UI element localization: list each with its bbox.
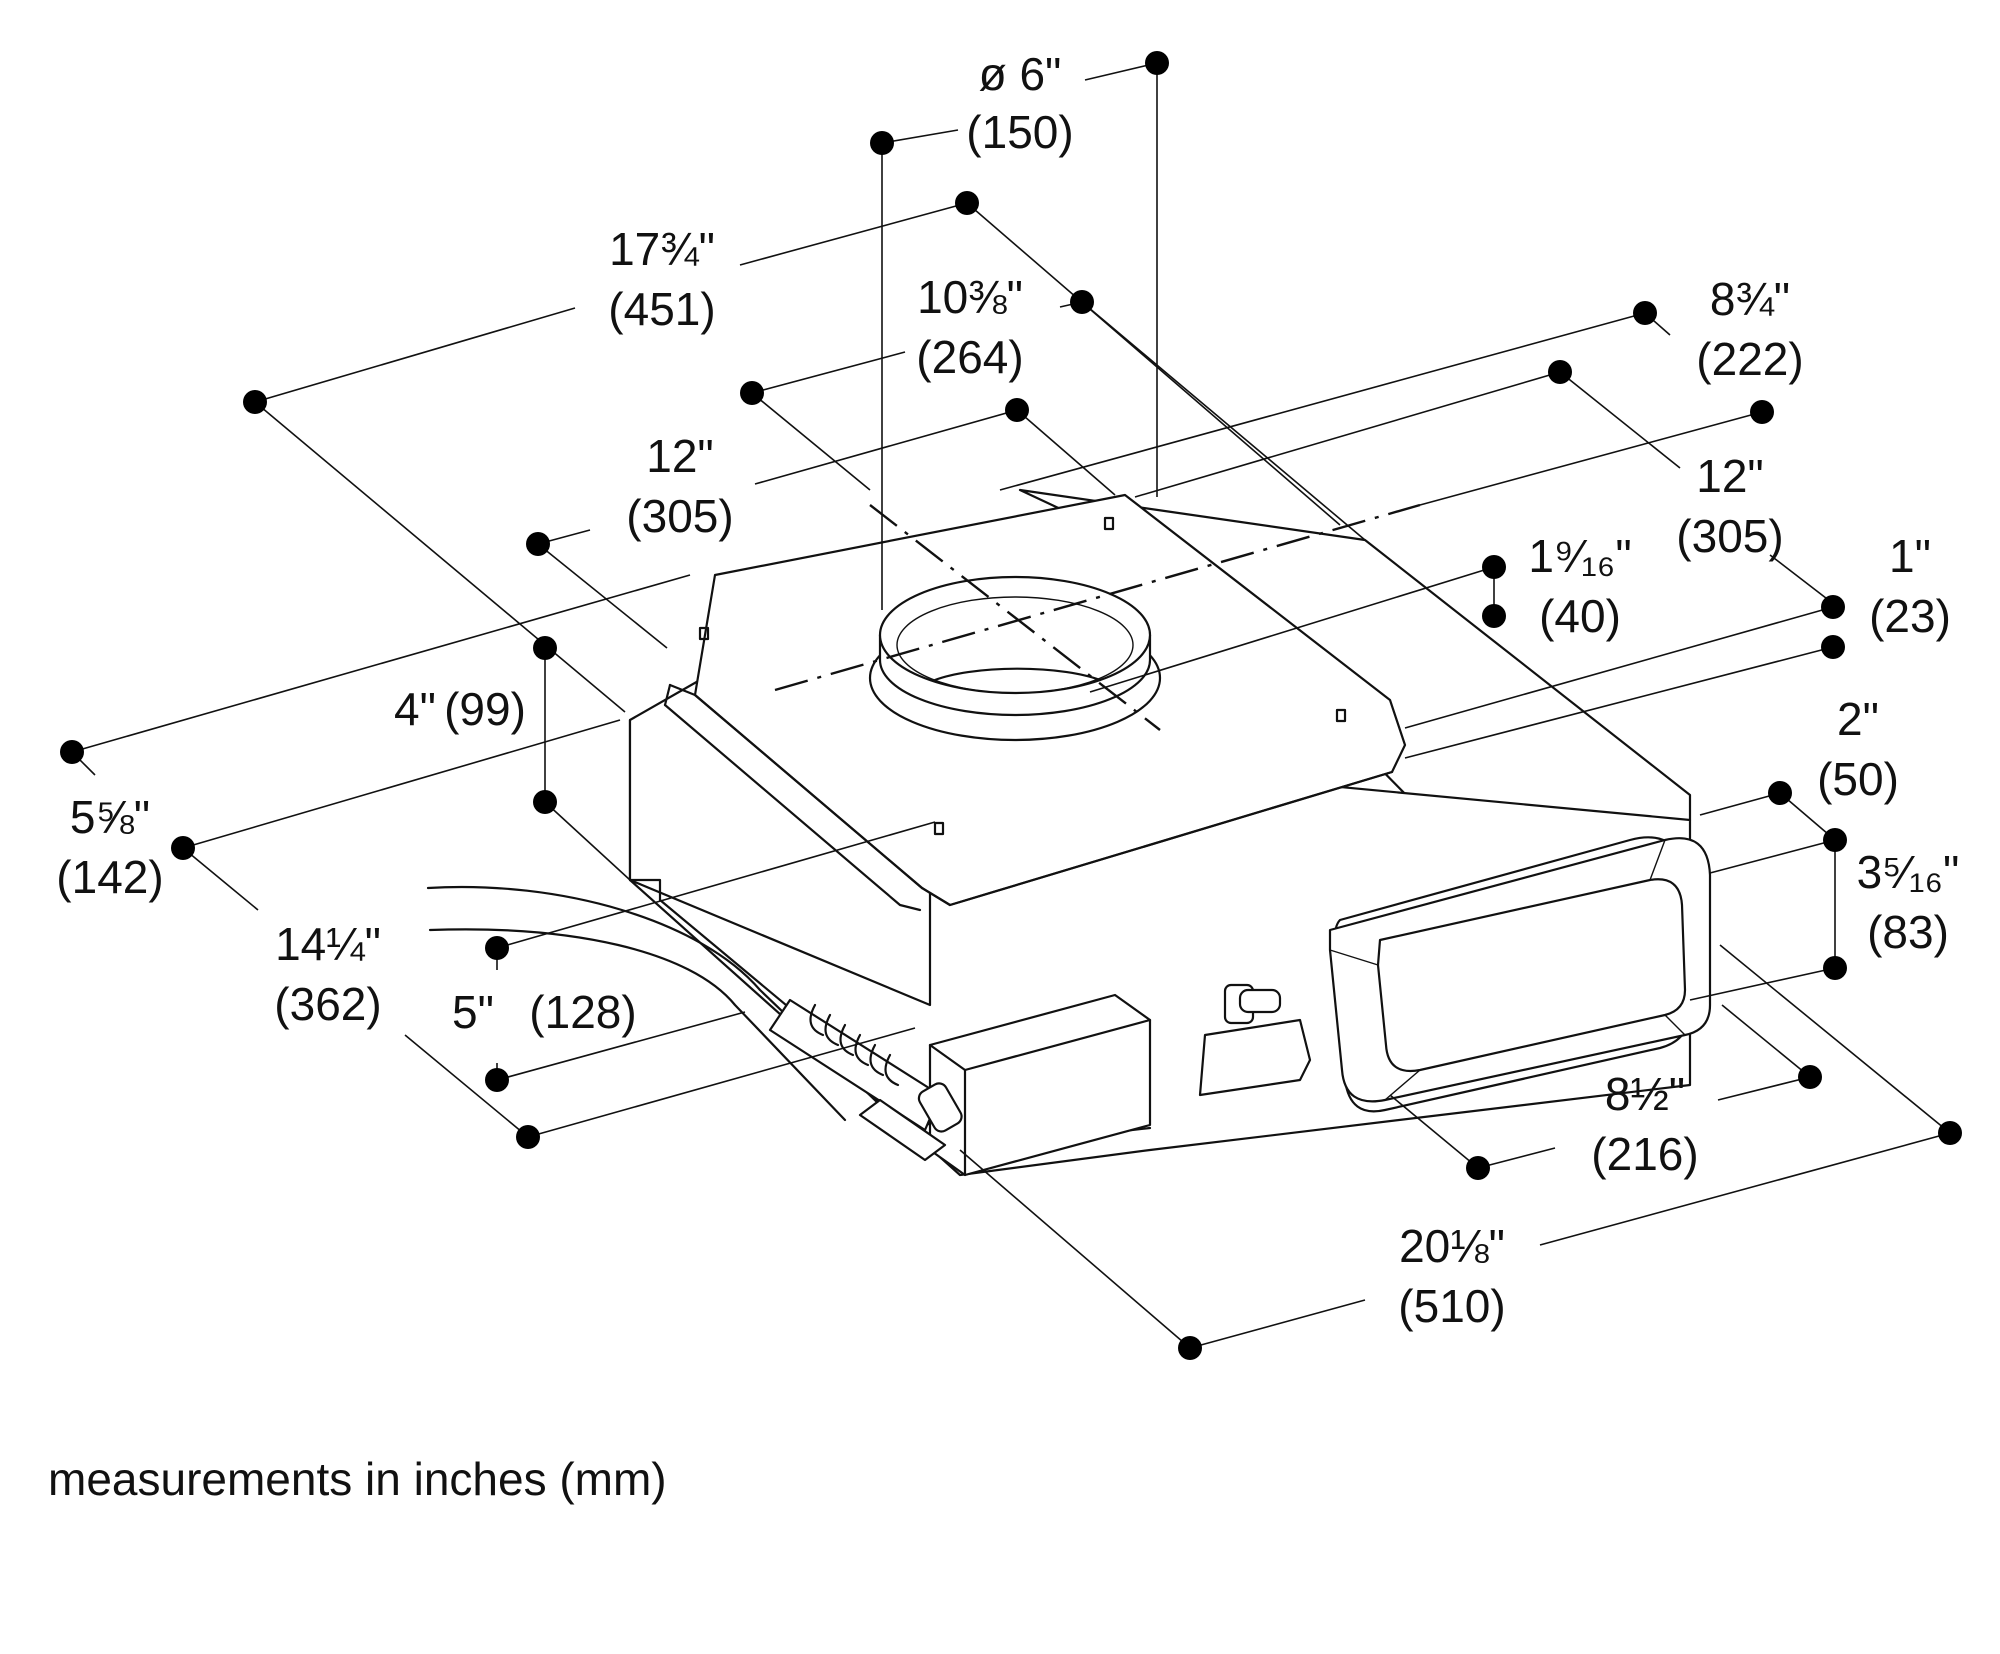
- dim-dot: [1005, 398, 1029, 422]
- dimension-labels: ø 6" (150) 17¾" (451) 10⅜" (264) 12" (30…: [56, 48, 1959, 1332]
- front-offset-metric: (142): [56, 851, 163, 903]
- overall-width-metric: (510): [1398, 1280, 1505, 1332]
- body-height-metric: (99): [444, 683, 526, 735]
- dim-dot: [1548, 360, 1572, 384]
- dim-dot: [1821, 635, 1845, 659]
- dim-dot: [533, 636, 557, 660]
- dim-dot: [1750, 400, 1774, 424]
- dim-dot: [1482, 604, 1506, 628]
- overall-depth-metric: (451): [608, 283, 715, 335]
- rect-duct-offset-imperial: 2": [1837, 693, 1879, 745]
- rect-duct-offset-metric: (50): [1817, 753, 1899, 805]
- dim-dot: [1938, 1121, 1962, 1145]
- dim-dot: [1823, 956, 1847, 980]
- flange-height-imperial: 1⁹⁄₁₆": [1528, 530, 1631, 582]
- screw-hole: [1103, 516, 1115, 531]
- rect-duct-width-imperial: 8½": [1605, 1068, 1685, 1120]
- duct-diameter-imperial: ø 6": [979, 48, 1062, 100]
- dim-dot: [1070, 290, 1094, 314]
- duct-center-side-imperial: 10⅜": [917, 271, 1023, 323]
- centerlines: [774, 503, 1421, 731]
- dim-dot: [1145, 51, 1169, 75]
- screw-hole: [698, 626, 710, 641]
- dim-dot: [1798, 1065, 1822, 1089]
- dim-dot: [1633, 301, 1657, 325]
- screw-hole: [1335, 708, 1347, 723]
- dim-dot: [485, 936, 509, 960]
- dim-dot: [526, 532, 550, 556]
- dimension-endpoints: [60, 51, 1962, 1360]
- body-height-imperial: 4": [394, 683, 436, 735]
- flange-height-metric: (40): [1539, 590, 1621, 642]
- dim-dot: [171, 836, 195, 860]
- dim-dot: [485, 1068, 509, 1092]
- rear-offset-metric: (222): [1696, 333, 1803, 385]
- dim-dot: [740, 381, 764, 405]
- rear-offset-imperial: 8¾": [1710, 273, 1790, 325]
- rear-center-metric: (305): [1676, 510, 1783, 562]
- dim-dot: [1482, 555, 1506, 579]
- dim-dot: [1768, 781, 1792, 805]
- bracket: [1198, 983, 1312, 1097]
- rectangular-duct-outlet: [1328, 836, 1712, 1113]
- cable-offset-metric: (128): [529, 986, 636, 1038]
- rect-duct-width-metric: (216): [1591, 1128, 1698, 1180]
- rect-duct-height-metric: (83): [1867, 906, 1949, 958]
- units-note: measurements in inches (mm): [48, 1453, 667, 1505]
- screw-hole: [933, 821, 945, 836]
- top-lip-metric: (23): [1869, 590, 1951, 642]
- duct-center-front-imperial: 12": [646, 430, 714, 482]
- appliance-illustration: [426, 488, 1712, 1177]
- dim-dot: [243, 390, 267, 414]
- side-depth-imperial: 14¼": [275, 918, 381, 970]
- dim-dot: [1466, 1156, 1490, 1180]
- dim-dot: [870, 131, 894, 155]
- overall-depth-imperial: 17¾": [609, 223, 715, 275]
- round-duct-collar: [868, 575, 1162, 742]
- side-depth-metric: (362): [274, 978, 381, 1030]
- dim-dot: [516, 1125, 540, 1149]
- body-left-side: [628, 678, 932, 1007]
- overall-width-imperial: 20⅛": [1399, 1220, 1505, 1272]
- dim-dot: [955, 191, 979, 215]
- cable-offset-imperial: 5": [452, 986, 494, 1038]
- dim-dot: [533, 790, 557, 814]
- dim-dot: [60, 740, 84, 764]
- dim-dot: [1178, 1336, 1202, 1360]
- duct-diameter-metric: (150): [966, 106, 1073, 158]
- top-lip-imperial: 1": [1889, 530, 1931, 582]
- duct-center-front-metric: (305): [626, 490, 733, 542]
- dim-dot: [1821, 595, 1845, 619]
- front-offset-imperial: 5⅝": [70, 791, 150, 843]
- rear-center-imperial: 12": [1696, 450, 1764, 502]
- dim-dot: [1823, 828, 1847, 852]
- rect-duct-height-imperial: 3⁵⁄₁₆": [1857, 846, 1960, 898]
- cover-lip: [668, 683, 1394, 907]
- power-cable: [426, 885, 963, 1162]
- duct-center-side-metric: (264): [916, 331, 1023, 383]
